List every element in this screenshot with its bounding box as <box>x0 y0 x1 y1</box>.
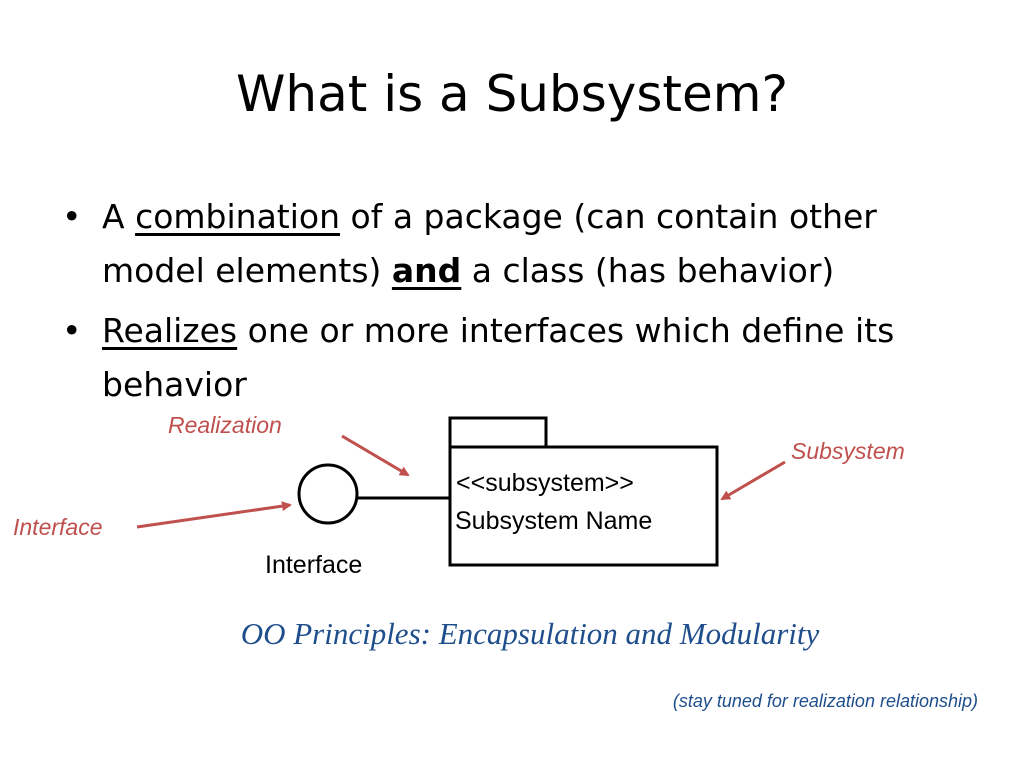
bullet-segment: and <box>391 251 462 290</box>
bullet-segment: A <box>102 197 136 236</box>
bullet-dot-icon: • <box>62 311 82 350</box>
subsystem-stereotype: <<subsystem>> <box>456 469 634 497</box>
bullet-segment: combination <box>135 197 341 236</box>
bullet-segment: of a package (can contain other model el… <box>102 197 877 290</box>
bullet-item: • A combination of a package (can contai… <box>60 190 980 298</box>
realization-arrow <box>341 434 410 477</box>
interface-name: Interface <box>265 551 363 579</box>
slide-title: What is a Subsystem? <box>235 65 789 123</box>
footnote: (stay tuned for realization relationship… <box>672 691 978 711</box>
bullet-segment: Realizes <box>102 311 238 350</box>
subsystem-name: Subsystem Name <box>455 507 653 535</box>
bullet-list: • A combination of a package (can contai… <box>60 190 980 418</box>
interface-annotation-label: Interface <box>13 514 103 540</box>
bullet-dot-icon: • <box>62 197 82 236</box>
realization-label: Realization <box>168 412 282 438</box>
interface-arrow <box>136 501 292 529</box>
principles-caption: OO Principles: Encapsulation and Modular… <box>240 616 820 651</box>
package-body <box>448 445 719 567</box>
subsystem-label: Subsystem <box>791 438 905 464</box>
interface-circle <box>297 463 359 525</box>
bullet-segment: a class (has behavior) <box>461 251 835 290</box>
bullet-segment: one or more interfaces which define its … <box>102 311 895 404</box>
bullet-item: • Realizes one or more interfaces which … <box>60 304 980 412</box>
package-tab <box>448 416 548 449</box>
subsystem-arrow <box>720 460 786 501</box>
